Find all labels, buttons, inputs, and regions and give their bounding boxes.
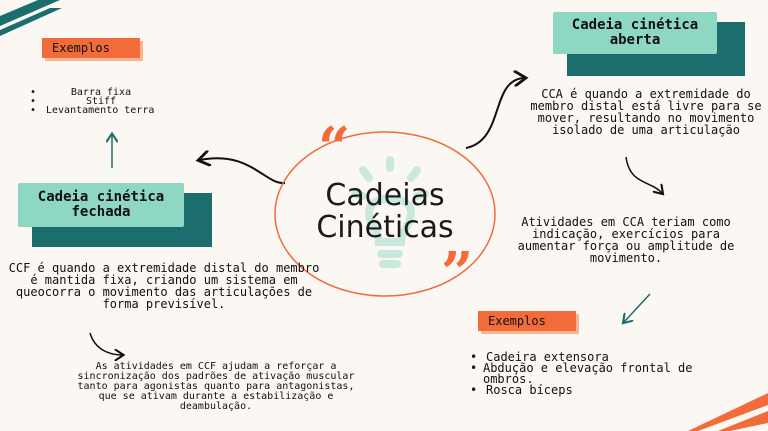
- center-title-line1: Cadeias: [325, 178, 445, 213]
- left-examples-list: Barra fixa Stiff Levantamento terra: [30, 88, 170, 116]
- quote-close-icon: ”: [441, 240, 474, 306]
- right-examples-list: Cadeira extensora Abdução e elevação fro…: [470, 351, 700, 396]
- cca-definition: CCA é quando a extremidade do membro dis…: [530, 87, 762, 137]
- arrow-to-cca-activities: [625, 156, 662, 193]
- open-chain-box: Cadeia cinética aberta: [553, 12, 747, 76]
- list-item: Abdução e elevação frontal de ombros.: [470, 362, 700, 385]
- list-item: Rosca bíceps: [470, 384, 700, 396]
- ccf-benefits: As atividades em CCF ajudam a reforçar a…: [77, 361, 355, 412]
- arrow-to-ccf-benefits: [89, 332, 122, 355]
- center-title: Cadeias Cinéticas: [290, 180, 480, 244]
- list-item: Levantamento terra: [30, 106, 170, 116]
- closed-chain-title-line1: Cadeia cinética: [37, 189, 165, 205]
- arrow-to-right-examples: [624, 293, 651, 322]
- open-chain-title-line2: aberta: [609, 32, 661, 48]
- cca-activities: Atividades em CCA teriam como indicação,…: [517, 215, 735, 265]
- ccf-definition: CCF é quando a extremidade distal do mem…: [8, 261, 320, 311]
- closed-chain-box: Cadeia cinética fechada: [18, 183, 214, 247]
- quote-open-icon: “: [318, 115, 351, 181]
- arrow-to-open-chain: [465, 78, 524, 149]
- list-item: Stiff: [30, 97, 170, 107]
- center-title-line2: Cinéticas: [316, 210, 454, 245]
- list-item: Barra fixa: [30, 88, 170, 98]
- left-examples-tag: Exemplos: [42, 38, 140, 58]
- corner-stripes-top-left: [0, 0, 62, 36]
- corner-stripes-bottom-right: [688, 393, 768, 431]
- open-chain-title-line1: Cadeia cinética: [571, 17, 699, 33]
- arrow-to-closed-chain: [200, 158, 286, 185]
- closed-chain-title-line2: fechada: [71, 204, 131, 220]
- center-ellipse: [274, 131, 496, 297]
- lightbulb-icon: [351, 156, 429, 268]
- list-item: Cadeira extensora: [470, 351, 700, 363]
- right-examples-tag: Exemplos: [478, 311, 576, 331]
